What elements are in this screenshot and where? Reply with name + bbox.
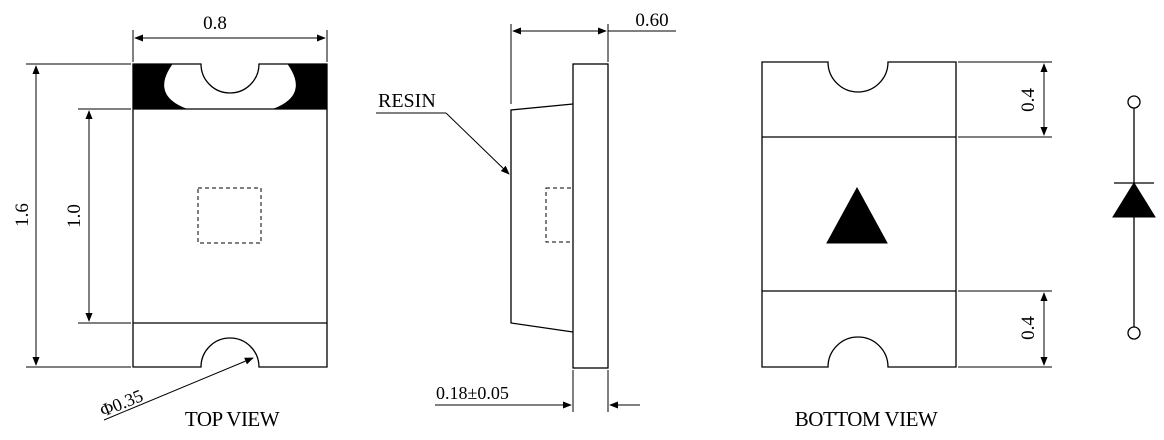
bottom-view-title: BOTTOM VIEW: [795, 407, 938, 431]
bottom-view: 0.4 0.4 BOTTOM VIEW: [761, 61, 1052, 431]
dim-pad-top-label: 0.4: [1018, 88, 1039, 112]
bottom-view-polarity-triangle: [826, 186, 888, 244]
top-view-right-corner-mark: [273, 63, 328, 110]
side-view-resin-body: [510, 103, 574, 333]
resin-label: RESIN: [378, 90, 436, 112]
bottom-view-outline: [761, 61, 957, 368]
top-view-chip-outline: [197, 187, 262, 244]
resin-leader-line: [445, 112, 510, 175]
dim-notch-diameter-label: Φ0.35: [97, 385, 146, 420]
diode-cathode-terminal: [1127, 326, 1141, 340]
top-view: 0.8 1.6 1.0 Φ0.35 TOP VIEW: [12, 13, 328, 431]
side-view: 0.60 RESIN 0.18±0.05: [376, 10, 676, 412]
dim-inner-length-label: 1.0: [64, 204, 85, 228]
dim-top-width-label: 0.8: [203, 13, 227, 34]
dim-total-length-label: 1.6: [12, 203, 33, 227]
dim-pad-bottom-label: 0.4: [1018, 316, 1039, 340]
dim-notch-leader: [103, 357, 254, 421]
dim-side-base-label: 0.18±0.05: [436, 383, 509, 403]
diode-symbol: [1112, 95, 1156, 340]
top-view-left-corner-mark: [132, 63, 187, 110]
top-view-outline: [132, 63, 328, 368]
diode-triangle: [1112, 182, 1156, 218]
side-view-chip-outline: [545, 187, 574, 243]
top-view-title: TOP VIEW: [185, 407, 280, 431]
dim-side-thickness-label: 0.60: [635, 10, 668, 31]
diode-anode-terminal: [1127, 95, 1141, 109]
side-view-substrate: [572, 63, 609, 369]
